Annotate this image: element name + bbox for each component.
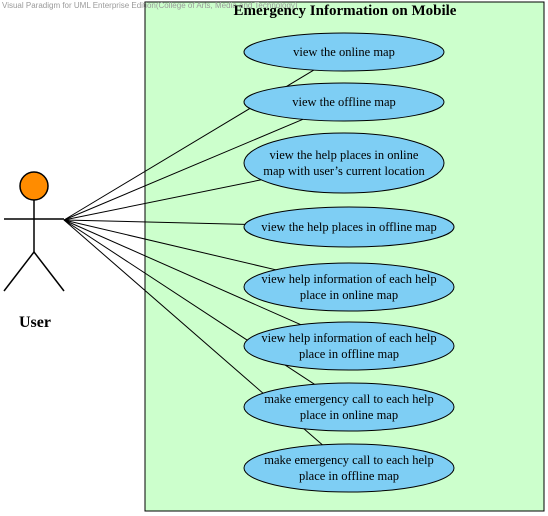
association-line [63, 118, 304, 221]
use-case-shapes [243, 32, 455, 493]
use-case-ellipse [243, 32, 445, 72]
actor-figure [3, 171, 65, 292]
use-case-label: view help information of each help place… [261, 272, 437, 302]
use-case-label: view the offline map [292, 95, 396, 109]
use-case-ellipse [243, 262, 455, 312]
actor-right-leg [33, 251, 65, 292]
association-line [63, 179, 262, 221]
use-case-ellipse [243, 443, 455, 493]
use-case-ellipse [243, 82, 445, 122]
actor-head [19, 171, 49, 201]
use-case-label: view help information of each help place… [261, 331, 437, 361]
system-title: Emergency Information on Mobile [233, 3, 457, 19]
actor-label: User [19, 314, 51, 331]
use-case-ellipse [243, 206, 455, 248]
use-case-ellipse [243, 321, 455, 371]
use-case-ellipse [243, 382, 455, 432]
use-case-label: view the help places in online map with … [263, 148, 425, 178]
use-case-label: make emergency call to each help place i… [264, 453, 434, 483]
use-case-label: view the online map [293, 45, 395, 59]
use-case-ellipse [243, 132, 445, 194]
association-line [63, 219, 245, 225]
use-case-label: view the help places in offline map [261, 220, 437, 234]
actor-left-leg [3, 251, 35, 292]
watermark-text: Visual Paradigm for UML Enterprise Editi… [2, 1, 298, 10]
use-case-label: make emergency call to each help place i… [264, 392, 434, 422]
association-line [63, 219, 276, 271]
association-line [63, 219, 302, 326]
system-boundary [144, 1, 545, 512]
